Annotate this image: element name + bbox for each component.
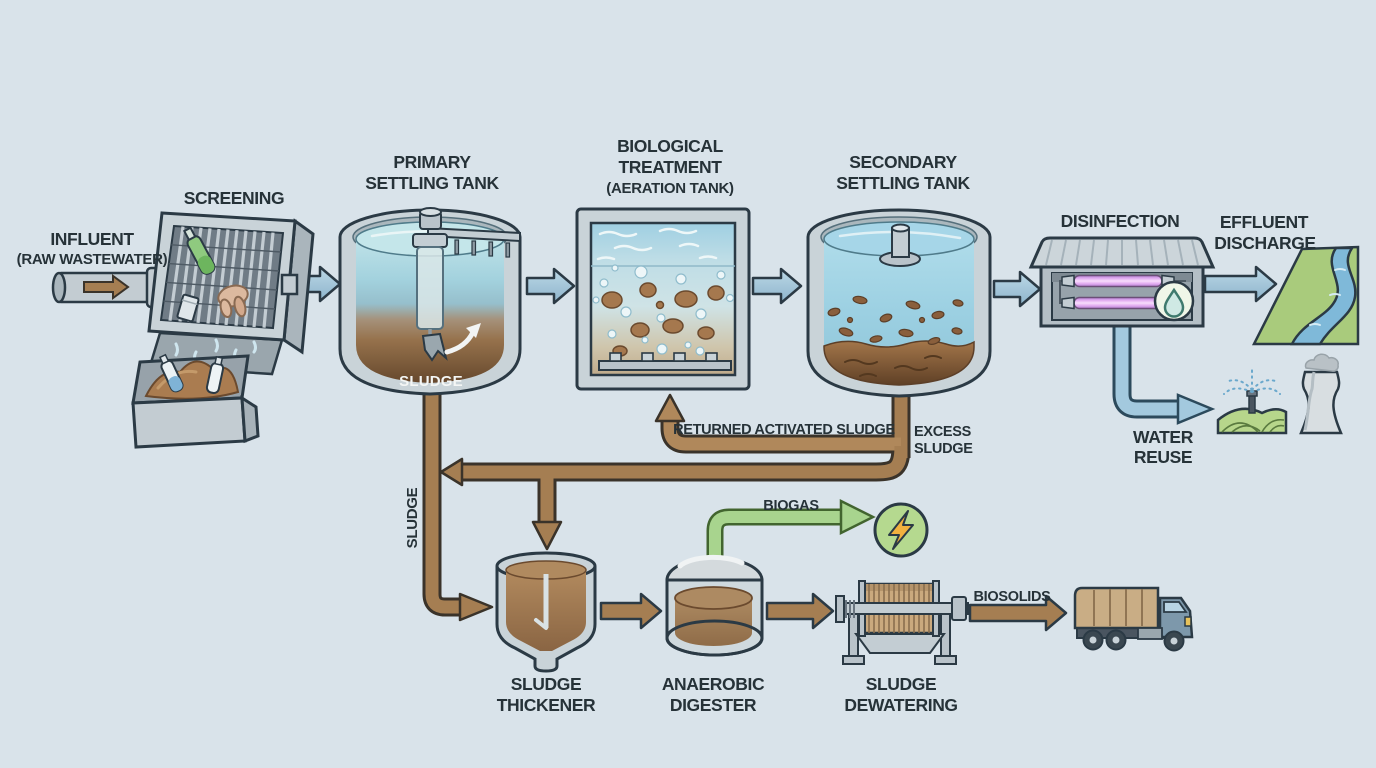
flow-arrow-biosolids [968, 594, 1068, 632]
reuse-arrowhead [1176, 393, 1216, 425]
biosolids-truck [1073, 586, 1194, 652]
primary-label-1: PRIMARY [393, 152, 471, 172]
primary-settling-tank [338, 207, 522, 396]
flow-arrow-secondary-disinfection [992, 270, 1042, 308]
truck-window [1163, 601, 1188, 613]
hydraulic-screw [835, 595, 845, 623]
flow-arrow-primary-biological [525, 267, 576, 305]
biogas-pipe [706, 498, 876, 562]
digester-label-1: ANAEROBIC [662, 674, 765, 694]
arm-rods [454, 239, 511, 258]
water-reuse-label-1: WATER [1133, 427, 1194, 447]
effluent-label-1: EFFLUENT [1220, 212, 1309, 232]
settling-particles [827, 295, 964, 346]
disinfection-label: DISINFECTION [1061, 211, 1180, 231]
rotation-arrow [444, 329, 476, 355]
sprinkler-field-icon [1216, 369, 1288, 435]
flow-arrow-digester-dewatering [765, 592, 835, 630]
debris-green-bottle [182, 226, 216, 275]
biological-label-1: BIOLOGICAL [617, 136, 724, 156]
surface-waves [596, 227, 718, 261]
primary-label-2: SETTLING TANK [365, 173, 499, 193]
excess-sludge-pipe [462, 445, 908, 479]
river-water [1289, 246, 1357, 346]
digester-label-2: DIGESTER [670, 695, 757, 715]
excess-label-1: EXCESS [914, 424, 972, 440]
bin-blue-bottle [158, 353, 184, 393]
sludge-arrowhead [458, 592, 494, 622]
lightning-icon [888, 510, 914, 550]
primary-sludge-label: SLUDGE [399, 373, 463, 390]
biosolids-label: BIOSOLIDS [973, 589, 1051, 605]
secondary-settling-tank [806, 208, 992, 398]
flow-arrow-thickener-digester [599, 592, 663, 630]
settled-sludge-layer [823, 340, 975, 386]
sprinkler [1248, 394, 1256, 414]
screening-unit [131, 211, 315, 449]
flow-arrow-effluent [1203, 265, 1278, 303]
aeration-tank [575, 207, 751, 391]
excess-label-2: SLUDGE [914, 441, 973, 457]
secondary-label-1: SECONDARY [849, 152, 957, 172]
droplet-icon [1153, 280, 1195, 322]
biogas-arrowhead [839, 498, 876, 536]
influent-label-1: INFLUENT [50, 229, 134, 249]
screenings-bin [131, 353, 260, 449]
influent-arrow [83, 274, 130, 300]
sludge-thickener [495, 551, 597, 673]
biological-label-3: (AERATION TANK) [606, 180, 734, 197]
truck-cargo [1073, 586, 1160, 630]
thickener-label-2: THICKENER [497, 695, 596, 715]
influent-label-2: (RAW WASTEWATER) [17, 251, 168, 268]
biogas-label: BIOGAS [763, 498, 819, 514]
press-beam [837, 602, 969, 615]
excess-left-arrowhead [439, 457, 464, 487]
screening-label: SCREENING [184, 188, 284, 208]
energy-icon [873, 502, 929, 558]
ras-label: RETURNED ACTIVATED SLUDGE [673, 422, 895, 438]
steam-cloud [1304, 353, 1339, 372]
filter-press [835, 580, 969, 665]
debris-can [176, 293, 200, 323]
roof-ribs [1045, 239, 1199, 266]
dewatering-label-2: DEWATERING [844, 695, 957, 715]
effluent-label-2: DISCHARGE [1214, 233, 1315, 253]
press-tray [854, 633, 946, 654]
bin-white-bottle [205, 355, 225, 394]
ras-arrowhead [654, 393, 686, 423]
flow-arrows [296, 265, 1278, 632]
center-column [416, 246, 444, 330]
cooling-tower-icon [1299, 353, 1343, 435]
scraper-blade [421, 332, 448, 362]
secondary-label-2: SETTLING TANK [836, 173, 970, 193]
anaerobic-digester [665, 554, 764, 657]
influent-pipe [51, 266, 167, 309]
excess-down-arrowhead [531, 520, 563, 551]
sludge-pipe-network [422, 388, 911, 622]
water-reuse-pipe [1112, 324, 1216, 425]
sprinkler-spray [1223, 369, 1281, 395]
air-diffusers [598, 352, 732, 371]
aeration-bubbles [592, 264, 735, 356]
activated-sludge-flocs [601, 282, 725, 357]
thickener-label-1: SLUDGE [511, 674, 582, 694]
ras-pipe [663, 417, 901, 451]
dewatering-label-1: SLUDGE [866, 674, 937, 694]
river-icon [1251, 245, 1360, 346]
debris-glove [217, 284, 249, 319]
water-reuse-label-2: REUSE [1134, 447, 1192, 467]
flow-arrow-biological-secondary [751, 267, 803, 305]
biological-label-2: TREATMENT [618, 157, 722, 177]
sludge-pipe-label: SLUDGE [404, 487, 421, 548]
primary-sludge-pipe [425, 388, 462, 614]
disinfection-unit [1028, 236, 1216, 328]
digester-dome [665, 556, 764, 582]
